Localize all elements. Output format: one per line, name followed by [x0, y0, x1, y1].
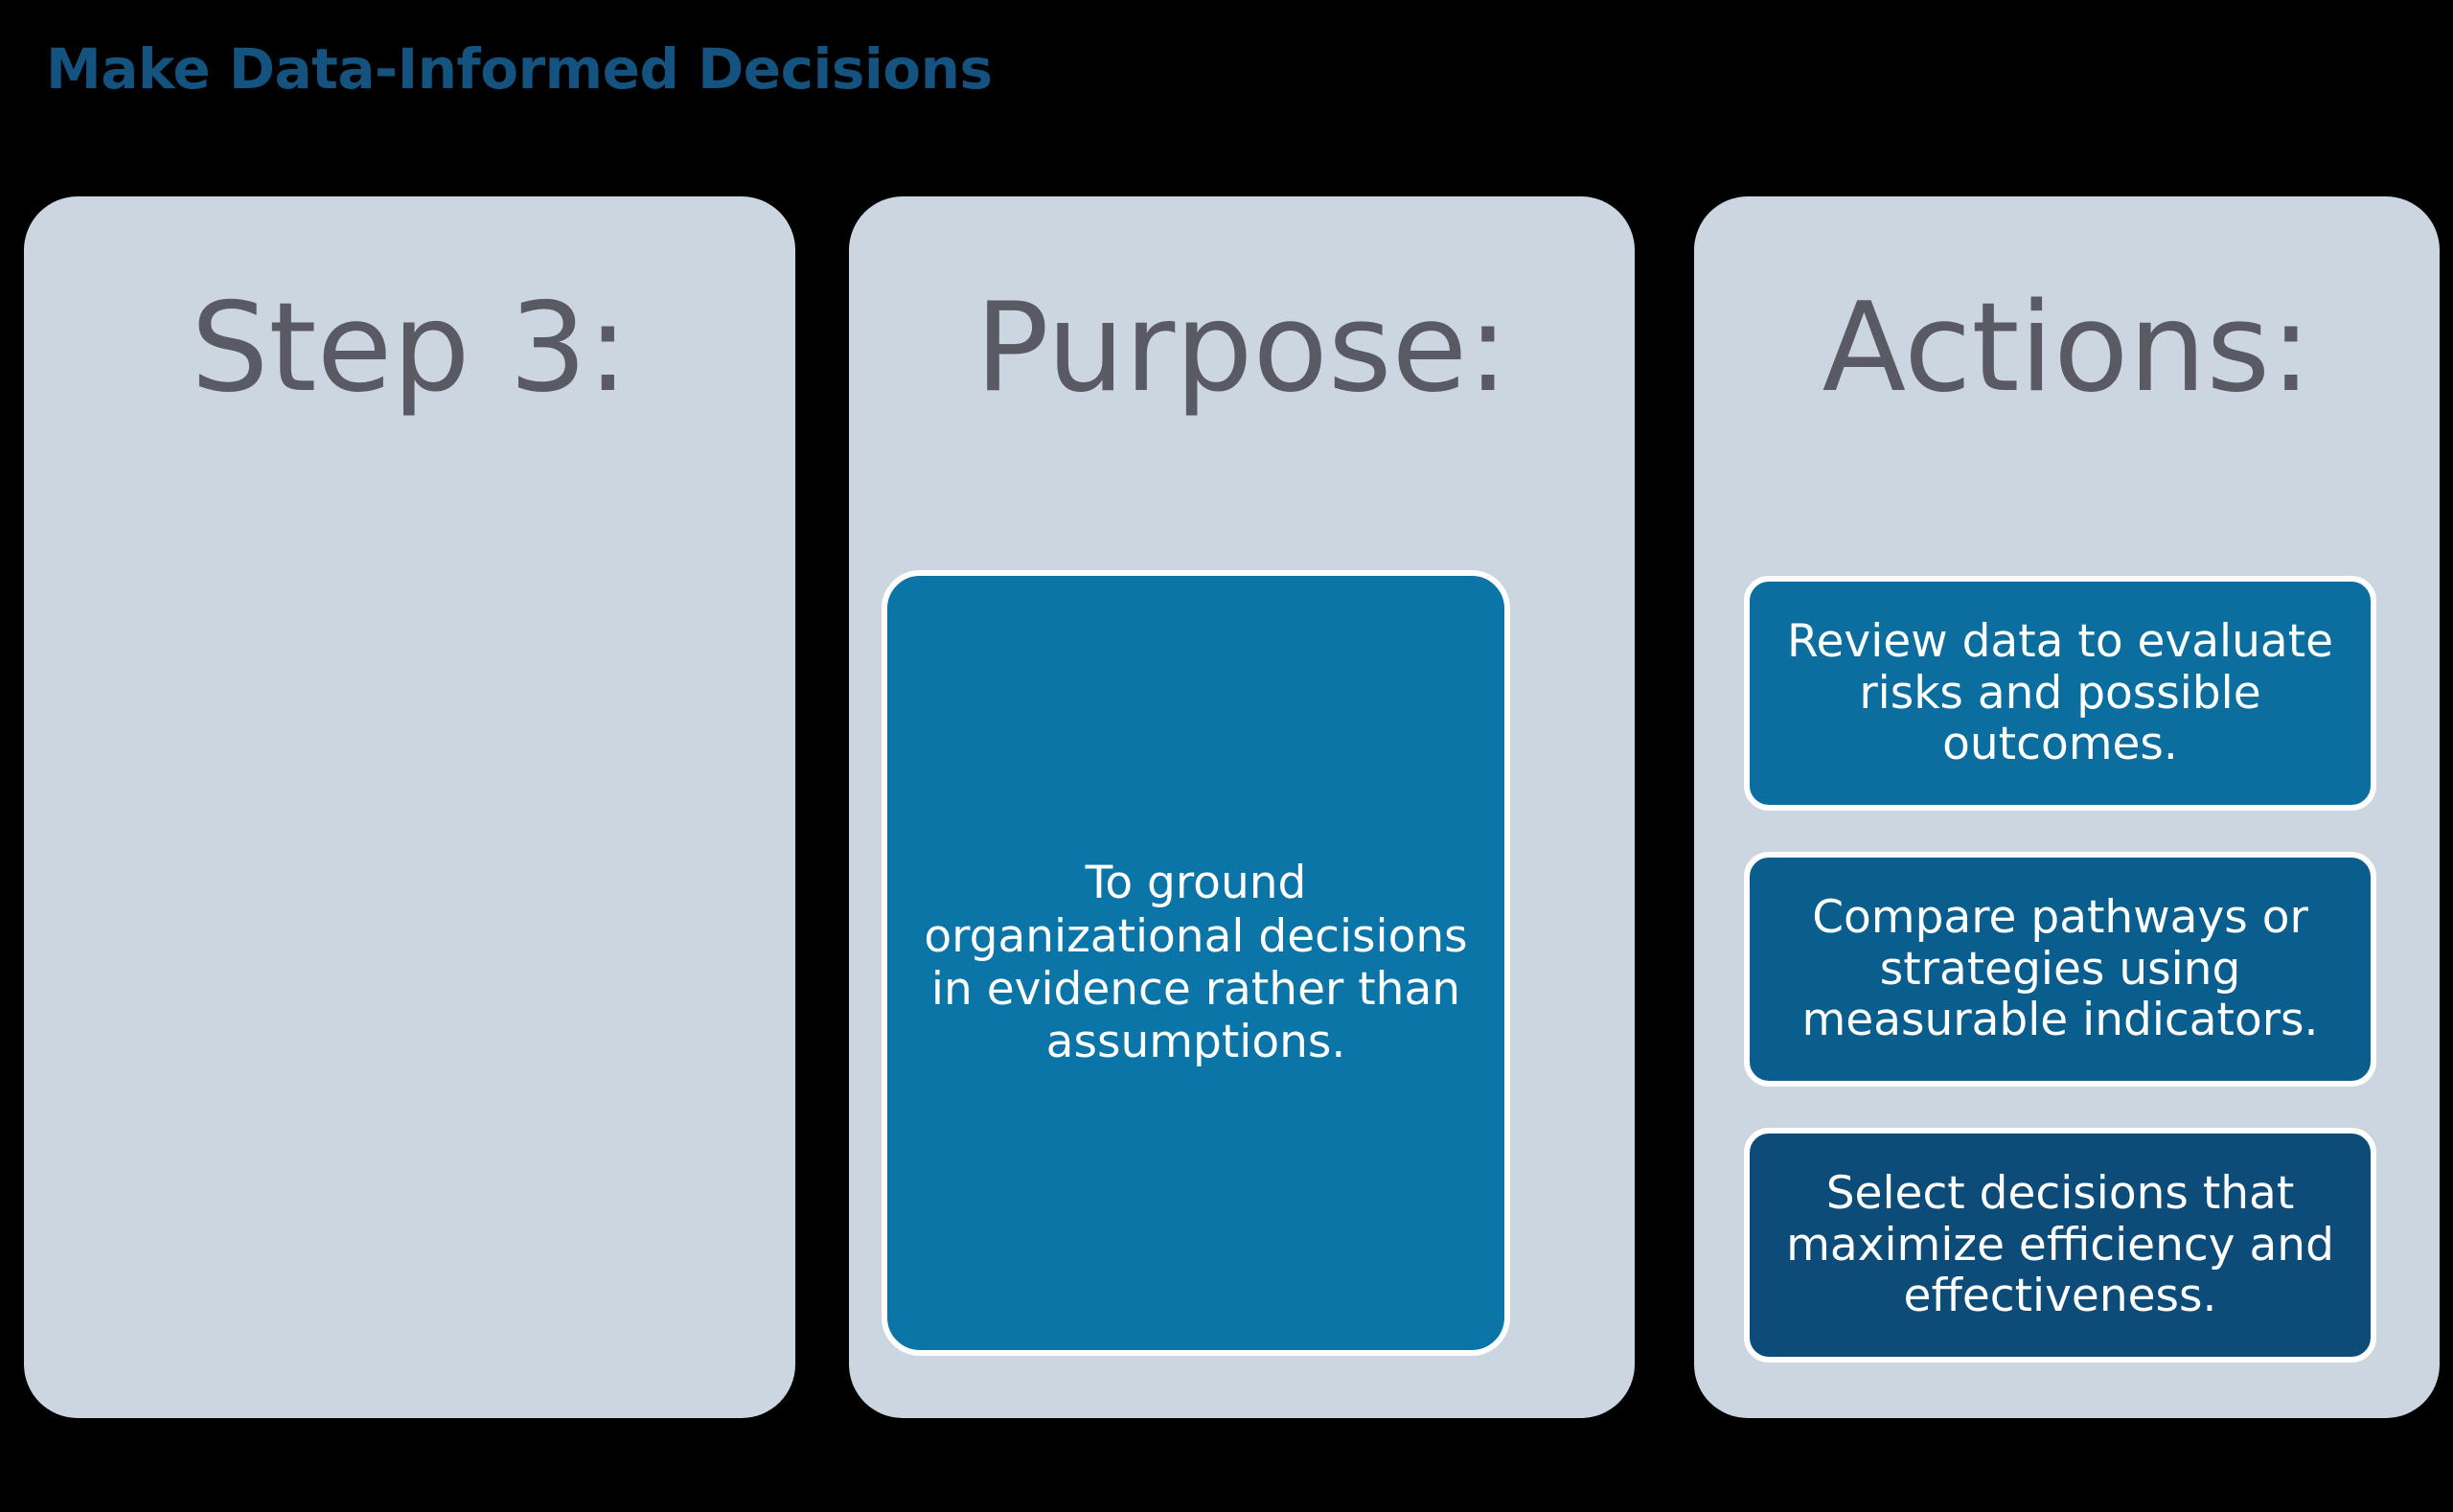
page-title: Make Data-Informed Decisions [46, 36, 993, 102]
action-item-box[interactable]: Select decisions that maximize efficienc… [1744, 1128, 2376, 1363]
card-actions-heading: Actions: [1822, 277, 2312, 420]
action-item-box[interactable]: Compare pathways or strategies using mea… [1744, 852, 2376, 1087]
purpose-statement-text: To ground organizational decisions in ev… [924, 857, 1468, 1069]
card-step-heading: Step 3: [191, 277, 629, 420]
card-purpose-heading: Purpose: [974, 277, 1509, 420]
card-step[interactable]: Step 3: [24, 196, 795, 1418]
action-item-text: Compare pathways or strategies using mea… [1801, 891, 2319, 1047]
purpose-statement-box[interactable]: To ground organizational decisions in ev… [882, 570, 1510, 1356]
three-column-diagram: Step 3: Purpose: To ground organizationa… [0, 196, 2453, 1421]
action-item-text: Select decisions that maximize efficienc… [1786, 1167, 2334, 1323]
card-actions[interactable]: Actions: Review data to evaluate risks a… [1694, 196, 2440, 1418]
card-purpose[interactable]: Purpose: To ground organizational decisi… [849, 196, 1635, 1418]
action-item-box[interactable]: Review data to evaluate risks and possib… [1744, 576, 2376, 811]
action-item-text: Review data to evaluate risks and possib… [1786, 615, 2334, 771]
